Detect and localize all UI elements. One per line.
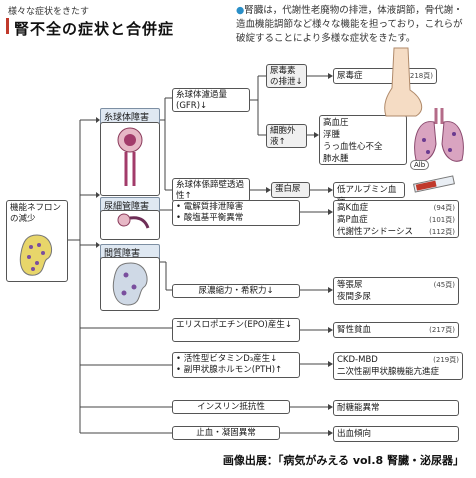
isosthenuria-label: 等張尿 [337,280,363,290]
interstitium-illustration-frame [100,257,160,311]
lungs-icon [414,108,464,162]
glomerulus-illustration-frame [100,122,160,196]
root-label: 機能ネフロンの減少 [10,203,62,224]
result-uremia: 尿毒症 (218頁) [333,68,437,84]
result-ecf: 高血圧 浮腫 うっ血性心不全 肺水腫 [319,115,407,165]
acidbase-text: • 酸塩基平衡異常 [176,213,244,223]
ecf-item-4: 肺水腫 [323,154,349,164]
anemia-page: (217頁) [429,326,455,334]
result-bleeding: 出血傾向 [333,426,459,442]
uremia-page: (218頁) [407,72,433,80]
foot-edema-icon [384,47,423,117]
gfr-box: 糸球体濾過量(GFR)↓ [172,88,250,112]
source-credit: 画像出展：「病気がみえる vol.8 腎臓・泌尿器」 [222,454,464,467]
nephron-loss-box: 機能ネフロンの減少 [6,200,68,282]
permeability-box: 糸球体係蹄壁透過性↑ [172,178,250,202]
hemostasis-box: 止血・凝固異常 [172,426,280,440]
electrolyte-text: • 電解質排泄障害 [176,202,244,212]
header-subtitle: 様々な症状をきたす [8,7,90,17]
result-anemia: 腎性貧血 (217頁) [333,322,459,338]
anemia-label: 腎性貧血 [337,325,372,335]
page-title: 腎不全の症状と合併症 [14,20,175,38]
uremia-label: 尿毒症 [337,71,363,81]
hpt-label: 二次性副甲状腺機能亢進症 [337,367,440,377]
ckdmbd-label: CKD-MBD [337,355,378,365]
result-albumin: 低アルブミン血症 [333,182,405,207]
proteinuria-box: 蛋白尿 [271,182,310,198]
ckdmbd-page: (219頁) [433,356,459,364]
k-label: 高K血症 [337,203,369,213]
result-glucose: 耐糖能異常 [333,400,459,416]
tubule-icon [117,213,150,229]
glomerulus-icon [117,127,143,186]
result-tubule: 高K血症 (94頁) 高P血症 (101頁) 代謝性アシドーシス (112頁) [333,200,459,238]
acidosis-label: 代謝性アシドーシス [337,227,413,237]
result-ckdmbd: CKD-MBD (219頁) 二次性副甲状腺機能亢進症 [333,352,463,380]
epo-box: エリスロポエチン(EPO)産生↓ [172,318,300,342]
albumin-tag: Alb [410,160,430,170]
ecf-item-3: うっ血性心不全 [323,142,383,152]
description: ●腎臓は，代謝性老廃物の排泄，体液調節，骨代謝・造血機能調節など様々な機能を担っ… [236,4,472,46]
bullet-icon: ● [236,5,245,16]
isosthenuria-page: (45頁) [433,281,455,289]
nocturia-label: 夜間多尿 [337,292,372,302]
ecf-box: 細胞外液↑ [266,124,307,148]
tubule-mechanism-box: • 電解質排泄障害 • 酸塩基平衡異常 [172,200,300,226]
vitd-pth-box: • 活性型ビタミンD₃産生↓ • 副甲状腺ホルモン(PTH)↑ [172,352,300,378]
p-page: (101頁) [429,216,455,224]
pth-text: • 副甲状腺ホルモン(PTH)↑ [176,365,283,375]
kidney-icon [19,234,53,276]
tubule-illustration-frame [100,210,160,240]
description-text: 腎臓は，代謝性老廃物の排泄，体液調節，骨代謝・造血機能調節など様々な機能を担って… [236,5,463,44]
ecf-item-2: 浮腫 [323,130,341,140]
title-accent-bar [6,18,9,34]
k-page: (94頁) [433,204,455,212]
interstitium-icon [112,262,148,306]
uremic-excretion-box: 尿毒素の排泄↓ [266,64,307,88]
result-urine: 等張尿 (45頁) 夜間多尿 [333,277,459,305]
acidosis-page: (112頁) [429,228,455,236]
p-label: 高P血症 [337,215,368,225]
syringe-icon [413,175,455,193]
ecf-item-1: 高血圧 [323,118,349,128]
concentration-box: 尿濃縮力・希釈力↓ [172,284,300,298]
vitd-text: • 活性型ビタミンD₃産生↓ [176,354,278,364]
insulin-box: インスリン抵抗性 [172,400,290,414]
